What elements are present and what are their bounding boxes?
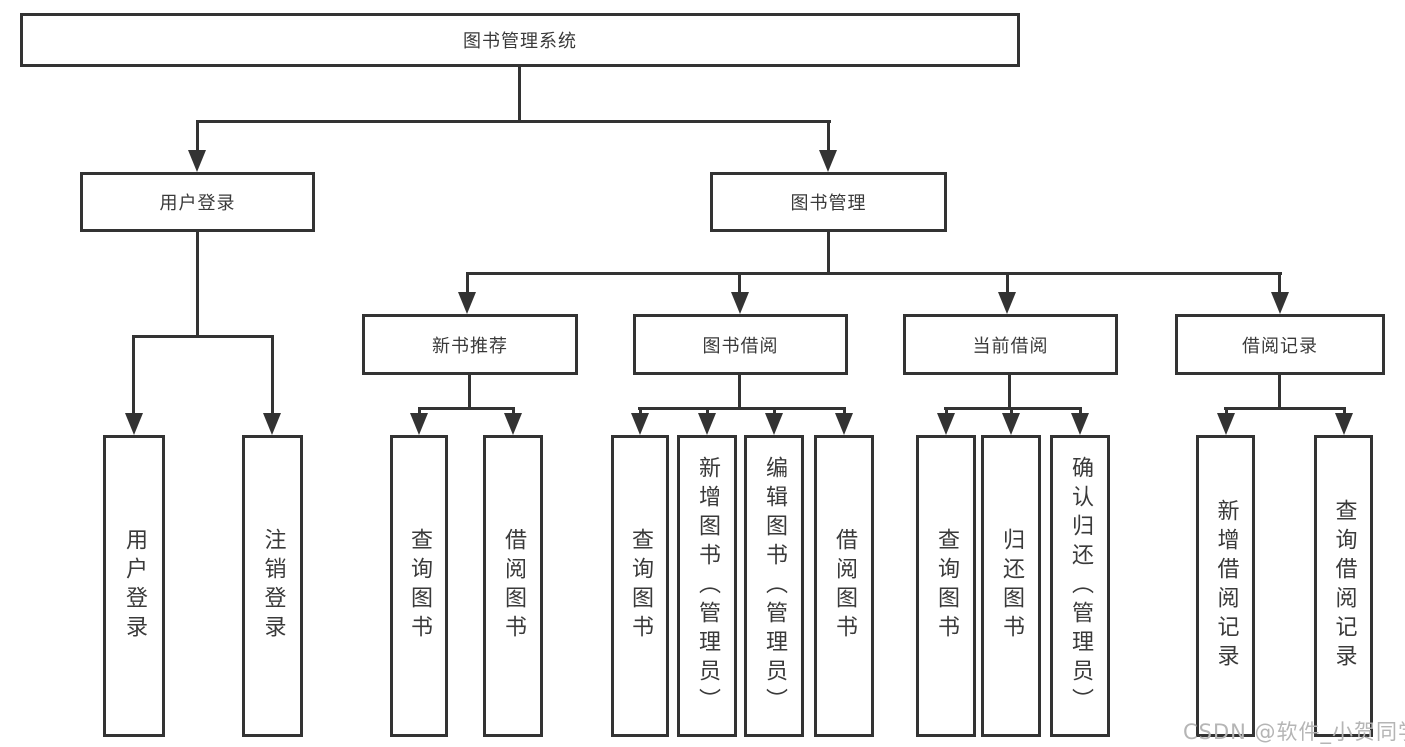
node-leaf-query-books-borrowing: 查询图书 [611, 435, 669, 737]
node-book-borrowing: 图书借阅 [633, 314, 848, 375]
node-label: 新增图书（管理员） [695, 455, 720, 717]
node-label: 查询图书 [407, 528, 432, 644]
node-label: 借阅图书 [501, 528, 526, 644]
connector-line [945, 407, 948, 415]
node-label: 用户登录 [122, 528, 147, 644]
arrowhead-down-icon [410, 413, 428, 435]
connector-line [1343, 407, 1346, 415]
node-label: 用户登录 [159, 193, 236, 214]
arrowhead-down-icon [458, 292, 476, 314]
node-new-book-recommend: 新书推荐 [362, 314, 578, 375]
node-label: 确认归还（管理员） [1068, 455, 1093, 717]
connector-line [418, 407, 515, 410]
connector-line [638, 407, 846, 410]
node-leaf-query-books-recommend: 查询图书 [390, 435, 448, 737]
node-borrowing-records: 借阅记录 [1175, 314, 1385, 375]
connector-line [1010, 407, 1013, 415]
connector-line [1079, 407, 1082, 415]
node-label: 图书管理 [790, 193, 867, 214]
node-current-borrowing: 当前借阅 [903, 314, 1118, 375]
node-label: 借阅图书 [832, 528, 857, 644]
connector-line [1008, 374, 1011, 407]
node-book-management: 图书管理 [710, 172, 947, 232]
node-label: 查询借阅记录 [1331, 499, 1357, 673]
arrowhead-down-icon [188, 150, 206, 172]
connector-line [944, 407, 1082, 410]
arrowhead-down-icon [125, 413, 143, 435]
connector-line [773, 407, 776, 415]
connector-line [196, 232, 199, 335]
node-leaf-user-login: 用户登录 [103, 435, 165, 737]
arrowhead-down-icon [631, 413, 649, 435]
node-label: 归还图书 [999, 528, 1024, 644]
arrowhead-down-icon [1002, 413, 1020, 435]
arrowhead-down-icon [1071, 413, 1089, 435]
connector-line [738, 374, 741, 407]
connector-line [518, 67, 521, 120]
connector-line [1006, 272, 1009, 293]
connector-line [738, 272, 741, 293]
node-leaf-add-books-admin: 新增图书（管理员） [677, 435, 737, 737]
arrowhead-down-icon [1335, 413, 1353, 435]
node-label: 借阅记录 [1242, 335, 1318, 357]
node-label: 新增借阅记录 [1213, 499, 1239, 673]
connector-line [512, 407, 515, 415]
connector-line [468, 374, 471, 407]
node-leaf-add-borrow-record: 新增借阅记录 [1196, 435, 1255, 737]
node-leaf-edit-books-admin: 编辑图书（管理员） [744, 435, 804, 737]
node-label: 图书管理系统 [463, 31, 577, 52]
csdn-watermark: CSDN @软件_小贺同学 [1183, 720, 1405, 744]
connector-line [196, 120, 831, 123]
node-leaf-return-books: 归还图书 [981, 435, 1041, 737]
node-leaf-confirm-return-admin: 确认归还（管理员） [1050, 435, 1110, 737]
arrowhead-down-icon [1271, 292, 1289, 314]
arrowhead-down-icon [263, 413, 281, 435]
arrowhead-down-icon [504, 413, 522, 435]
node-label: 编辑图书（管理员） [762, 455, 787, 717]
arrowhead-down-icon [819, 150, 837, 172]
connector-line [466, 272, 1282, 275]
arrowhead-down-icon [731, 292, 749, 314]
connector-line [706, 407, 709, 415]
connector-line [418, 407, 421, 415]
node-label: 新书推荐 [432, 335, 508, 357]
node-leaf-borrow-books: 借阅图书 [814, 435, 874, 737]
connector-line [1224, 407, 1346, 410]
arrowhead-down-icon [698, 413, 716, 435]
node-label: 查询图书 [934, 528, 959, 644]
node-label: 注销登录 [260, 528, 286, 644]
node-label: 图书借阅 [702, 335, 779, 357]
connector-line [827, 232, 830, 272]
arrowhead-down-icon [765, 413, 783, 435]
arrowhead-down-icon [937, 413, 955, 435]
node-user-login-branch: 用户登录 [80, 172, 315, 232]
connector-line [843, 407, 846, 415]
connector-line [1225, 407, 1228, 415]
arrowhead-down-icon [835, 413, 853, 435]
connector-line [827, 120, 830, 151]
connector-line [466, 272, 469, 293]
connector-line [639, 407, 642, 415]
connector-line [271, 335, 274, 414]
node-label: 查询图书 [628, 528, 653, 644]
node-leaf-query-borrow-record: 查询借阅记录 [1314, 435, 1373, 737]
connector-line [132, 335, 135, 414]
node-label: 当前借阅 [972, 335, 1049, 357]
connector-line [1278, 374, 1281, 407]
arrowhead-down-icon [1217, 413, 1235, 435]
connector-line [196, 120, 199, 151]
node-leaf-borrow-books-recommend: 借阅图书 [483, 435, 543, 737]
arrowhead-down-icon [998, 292, 1016, 314]
node-leaf-logout: 注销登录 [242, 435, 303, 737]
node-leaf-query-books-current: 查询图书 [916, 435, 976, 737]
connector-line [132, 335, 274, 338]
connector-line [1278, 272, 1281, 293]
node-library-system: 图书管理系统 [20, 13, 1020, 67]
